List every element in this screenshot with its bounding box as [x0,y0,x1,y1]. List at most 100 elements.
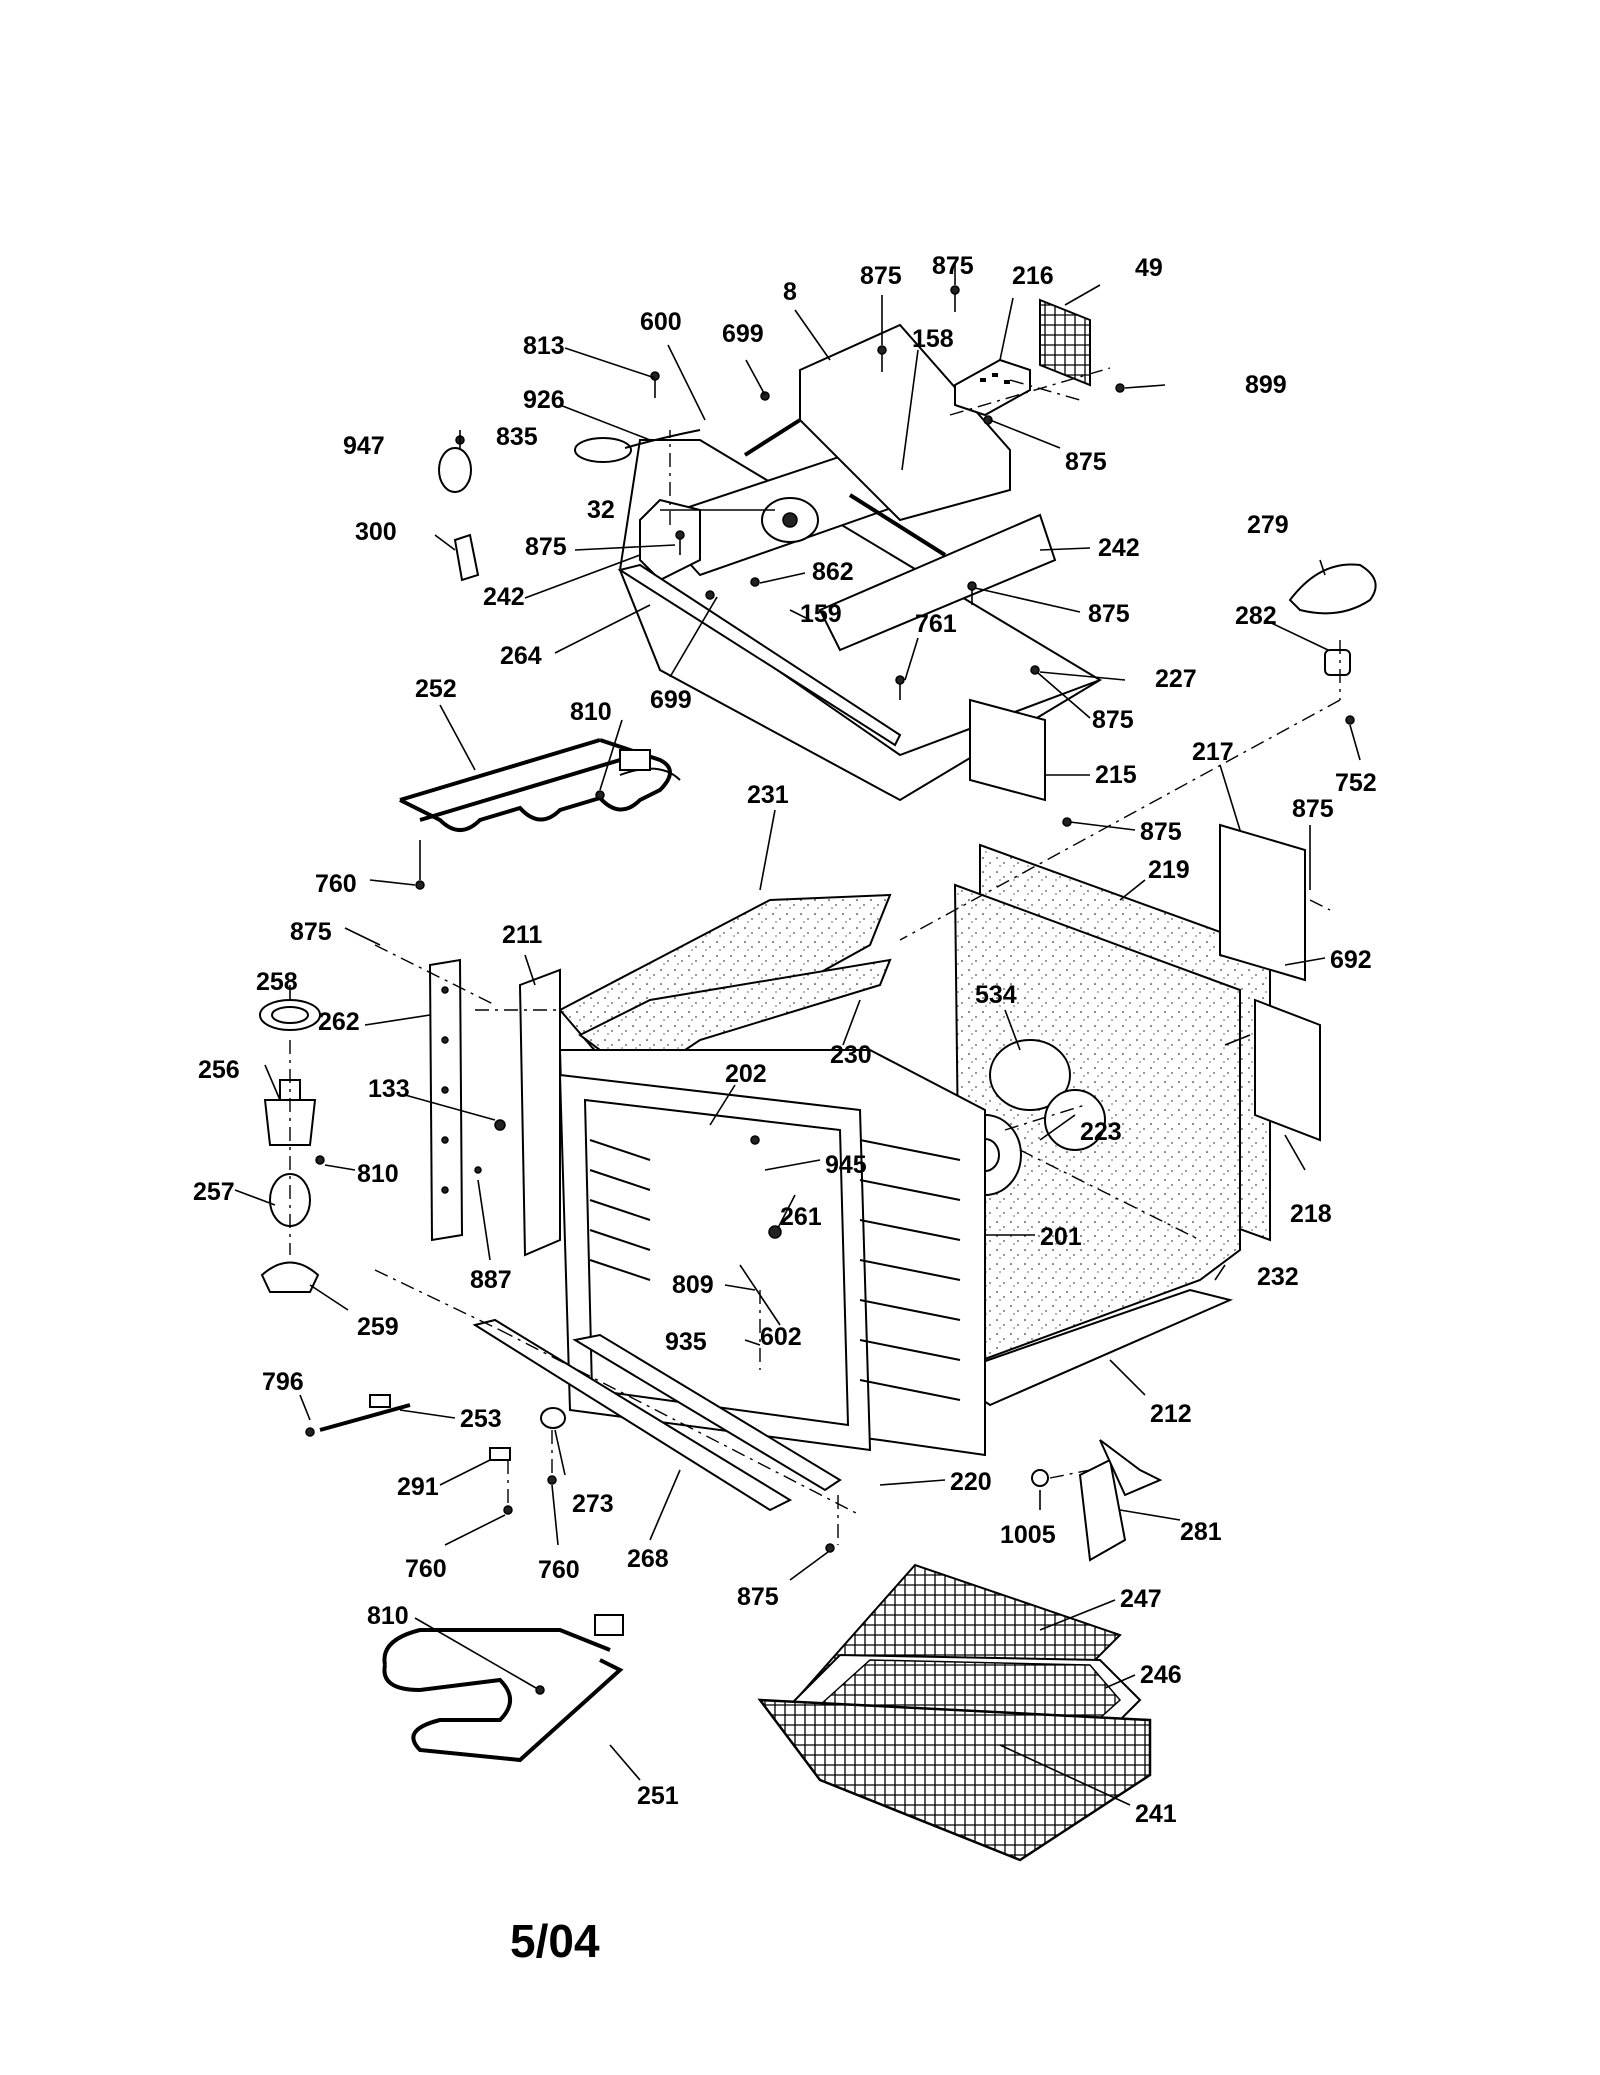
callout-230: 230 [830,1041,872,1069]
left-parts [259,958,506,1293]
footer-date: 5/04 [510,1915,600,1967]
callout-926: 926 [523,386,565,414]
callout-281: 281 [1180,1518,1222,1546]
callout-216: 216 [1012,262,1054,290]
clip-947 [438,447,472,493]
callout-810: 810 [570,698,612,726]
callout-264: 264 [500,642,542,670]
clip-291 [489,1447,511,1461]
vent-grille-49 [1039,298,1091,387]
blower-534 [989,1039,1071,1111]
callout-259: 259 [357,1313,399,1341]
sensor-253 [369,1394,391,1408]
callout-699: 699 [722,320,764,348]
broil-element-252 [399,738,681,890]
callout-945: 945 [825,1151,867,1179]
callout-231: 231 [747,781,789,809]
callout-761: 761 [915,610,957,638]
callout-220: 220 [950,1468,992,1496]
callout-215: 215 [1095,761,1137,789]
callout-133: 133 [368,1075,410,1103]
callout-273: 273 [572,1490,614,1518]
rack-slots [589,1139,961,1401]
callout-1005: 1005 [1000,1521,1056,1549]
callout-602: 602 [760,1323,802,1351]
callout-268: 268 [627,1545,669,1573]
oven-body [518,823,1321,1457]
callout-282: 282 [1235,602,1277,630]
bracket-273 [540,1407,566,1429]
callout-810: 810 [357,1160,399,1188]
callout-246: 246 [1140,1661,1182,1689]
callout-217: 217 [1192,738,1234,766]
callout-300: 300 [355,518,397,546]
callout-899: 899 [1245,371,1287,399]
top-bracket-assembly [438,285,1125,827]
callout-257: 257 [193,1178,235,1206]
callout-947: 947 [343,432,385,460]
hinge-281 [1078,1458,1127,1562]
callout-158: 158 [912,325,954,353]
ring-258 [259,999,321,1031]
callout-862: 862 [812,558,854,586]
callout-247: 247 [1120,1585,1162,1613]
callout-241: 241 [1135,1800,1177,1828]
callout-291: 291 [397,1473,439,1501]
screw-752 [1345,715,1355,725]
callout-600: 600 [640,308,682,336]
bracket-217 [1219,823,1306,982]
callout-223: 223 [1080,1118,1122,1146]
callout-252: 252 [415,675,457,703]
callout-49: 49 [1135,254,1163,282]
callout-752: 752 [1335,769,1377,797]
side-panel-218 [1254,998,1321,1142]
callout-935: 935 [665,1328,707,1356]
bracket-300 [453,533,480,582]
rail-264 [617,563,902,747]
callout-887: 887 [470,1266,512,1294]
callout-262: 262 [318,1008,360,1036]
callout-242: 242 [483,583,525,611]
callout-692: 692 [1330,946,1372,974]
oven-rack-241 [757,1698,1152,1862]
sensor-261 [768,1225,782,1239]
callout-219: 219 [1148,856,1190,884]
callout-760: 760 [405,1555,447,1583]
callout-875: 875 [1292,795,1334,823]
callout-261: 261 [780,1203,822,1231]
control-216 [954,358,1031,417]
side-wall-211 [518,968,561,1257]
channel-242-right [818,513,1057,652]
callout-835: 835 [496,423,538,451]
callout-256: 256 [198,1056,240,1084]
leader-lines [234,262,1361,1806]
callout-875: 875 [1092,706,1134,734]
callout-253: 253 [460,1405,502,1433]
callout-875: 875 [1065,448,1107,476]
knob-assembly [1288,563,1377,725]
callout-875: 875 [932,252,974,280]
callout-labels: 875 875 216 49 8 158 600 699 813 926 835… [193,252,1377,1828]
callout-279: 279 [1247,511,1289,539]
callout-813: 813 [523,332,565,360]
callout-810: 810 [367,1602,409,1630]
callout-875: 875 [1088,600,1130,628]
callout-875: 875 [525,533,567,561]
callout-251: 251 [637,1782,679,1810]
knob-279 [1288,563,1377,615]
center-lines [289,367,1341,1545]
lens-259 [260,1261,320,1293]
bake-element-251 [382,1628,624,1763]
callout-760: 760 [315,870,357,898]
callout-875: 875 [1140,818,1182,846]
plate-215 [969,698,1046,802]
trim-268 [472,1318,793,1512]
bezel-282 [1324,649,1351,676]
callout-699: 699 [650,686,692,714]
callout-875: 875 [860,262,902,290]
callout-875: 875 [737,1583,779,1611]
rail-262 [428,958,464,1242]
callout-212: 212 [1150,1400,1192,1428]
callout-159: 159 [800,600,842,628]
